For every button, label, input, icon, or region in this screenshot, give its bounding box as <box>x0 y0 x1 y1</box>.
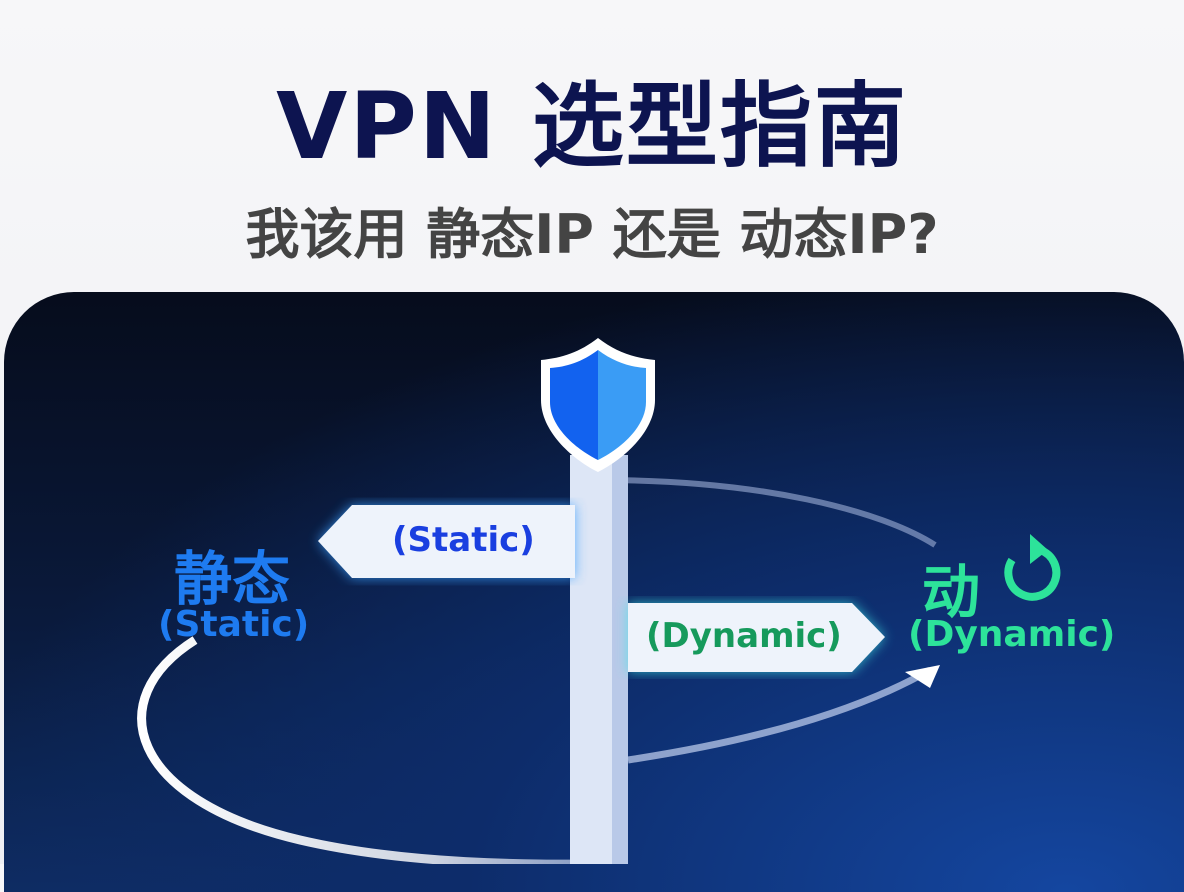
shield-icon <box>541 338 655 472</box>
static-title: 静态 <box>174 545 291 613</box>
dynamic-subtitle: (Dynamic) <box>908 614 1116 655</box>
page-subtitle: 我该用 静态IP 还是 动态IP? <box>245 203 939 266</box>
orbit-front-arc <box>137 636 620 864</box>
dynamic-sign <box>628 603 885 672</box>
static-sign <box>318 505 575 578</box>
refresh-icon <box>1004 534 1061 601</box>
static-sign-label: (Static) <box>392 520 535 560</box>
orbit-back-arc <box>599 477 937 548</box>
orbit-arrowhead-icon <box>905 665 940 688</box>
dynamic-sign-label: (Dynamic) <box>646 616 842 656</box>
dynamic-title: 动 <box>922 558 981 626</box>
signpost-illustration <box>137 338 1061 864</box>
orbit-right-arc <box>627 666 932 764</box>
static-subtitle: (Static) <box>158 604 310 645</box>
page-title: VPN 选型指南 <box>276 73 908 180</box>
